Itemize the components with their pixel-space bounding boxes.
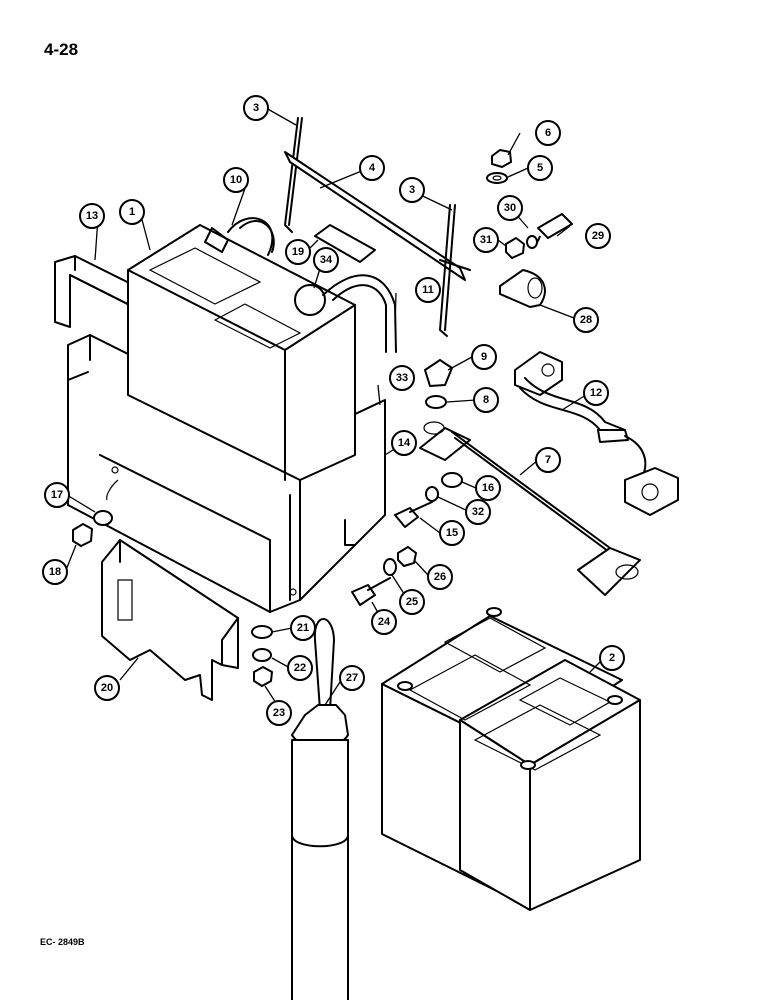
- callout-32: 32: [465, 499, 491, 525]
- svg-text:17: 17: [51, 489, 63, 501]
- svg-text:24: 24: [378, 616, 391, 628]
- svg-text:30: 30: [504, 202, 516, 214]
- callout-19: 19: [285, 239, 311, 265]
- svg-text:2: 2: [609, 652, 615, 664]
- callout-20: 20: [94, 675, 120, 701]
- wing-nut-and-washer: [424, 359, 453, 409]
- callout-24: 24: [371, 609, 397, 635]
- svg-text:4: 4: [369, 162, 376, 174]
- battery-bank: [381, 607, 641, 911]
- leader-lines: [65, 107, 605, 707]
- svg-text:13: 13: [86, 210, 98, 222]
- callout-4: 4: [359, 155, 385, 181]
- lower-bolt-set: [351, 546, 417, 606]
- callout-26: 26: [427, 564, 453, 590]
- callout-16: 16: [475, 475, 501, 501]
- washers-and-nut-bottom: [251, 625, 273, 687]
- page-number: 4-28: [44, 40, 79, 59]
- callout-22: 22: [287, 655, 313, 681]
- callout-31: 31: [473, 227, 499, 253]
- svg-text:5: 5: [537, 162, 543, 174]
- callout-13: 13: [79, 203, 105, 229]
- svg-text:15: 15: [446, 527, 458, 539]
- callout-18: 18: [42, 559, 68, 585]
- svg-text:12: 12: [590, 387, 602, 399]
- callout-29: 29: [585, 223, 611, 249]
- svg-text:16: 16: [482, 482, 494, 494]
- single-battery: [127, 217, 397, 481]
- svg-text:26: 26: [434, 571, 446, 583]
- svg-text:34: 34: [320, 254, 333, 266]
- svg-text:3: 3: [253, 102, 259, 114]
- svg-text:9: 9: [481, 351, 487, 363]
- svg-text:14: 14: [398, 437, 411, 449]
- svg-text:21: 21: [297, 622, 309, 634]
- callout-11: 11: [415, 277, 441, 303]
- callout-21: 21: [290, 615, 316, 641]
- svg-text:33: 33: [396, 372, 408, 384]
- callout-5: 5: [527, 155, 553, 181]
- callout-30: 30: [497, 195, 523, 221]
- svg-text:20: 20: [101, 682, 113, 694]
- svg-text:25: 25: [406, 596, 418, 608]
- svg-text:10: 10: [230, 174, 242, 186]
- washer-and-nut-left: [72, 479, 119, 547]
- svg-text:8: 8: [483, 394, 489, 406]
- filler-bottle: [291, 618, 349, 1000]
- svg-text:18: 18: [49, 566, 61, 578]
- callout-33: 33: [389, 365, 415, 391]
- svg-text:32: 32: [472, 506, 484, 518]
- callout-7: 7: [535, 447, 561, 473]
- svg-text:31: 31: [480, 234, 492, 246]
- callout-2: 2: [599, 645, 625, 671]
- svg-text:3: 3: [409, 184, 415, 196]
- callout-3-right: 3: [399, 177, 425, 203]
- svg-text:27: 27: [346, 672, 358, 684]
- hose-sleeve: [314, 224, 376, 263]
- callout-8: 8: [473, 387, 499, 413]
- nut-and-washer: [486, 149, 512, 184]
- svg-text:11: 11: [422, 284, 434, 296]
- callout-25: 25: [399, 589, 425, 615]
- svg-text:1: 1: [129, 206, 135, 218]
- callout-10: 10: [223, 167, 249, 193]
- callout-15: 15: [439, 520, 465, 546]
- svg-text:29: 29: [592, 230, 604, 242]
- svg-text:6: 6: [545, 127, 551, 139]
- mounting-bracket: [101, 539, 239, 701]
- cable-clamp-hardware: [499, 213, 573, 308]
- battery-strap-cable: [419, 421, 641, 596]
- callout-17: 17: [44, 482, 70, 508]
- callout-14: 14: [391, 430, 417, 456]
- battery-cable: [514, 351, 679, 516]
- svg-text:7: 7: [545, 454, 551, 466]
- svg-text:22: 22: [294, 662, 306, 674]
- callout-9: 9: [471, 344, 497, 370]
- callout-6: 6: [535, 120, 561, 146]
- svg-text:28: 28: [580, 314, 592, 326]
- callout-12: 12: [583, 380, 609, 406]
- callout-1: 1: [119, 199, 145, 225]
- figure-code: EC- 2849B: [40, 937, 85, 947]
- callout-27: 27: [339, 665, 365, 691]
- svg-text:23: 23: [273, 707, 285, 719]
- svg-text:19: 19: [292, 246, 304, 258]
- callout-23: 23: [266, 700, 292, 726]
- bolt-and-washers: [394, 472, 463, 528]
- callout-28: 28: [573, 307, 599, 333]
- callout-34: 34: [313, 247, 339, 273]
- callout-3-left: 3: [243, 95, 269, 121]
